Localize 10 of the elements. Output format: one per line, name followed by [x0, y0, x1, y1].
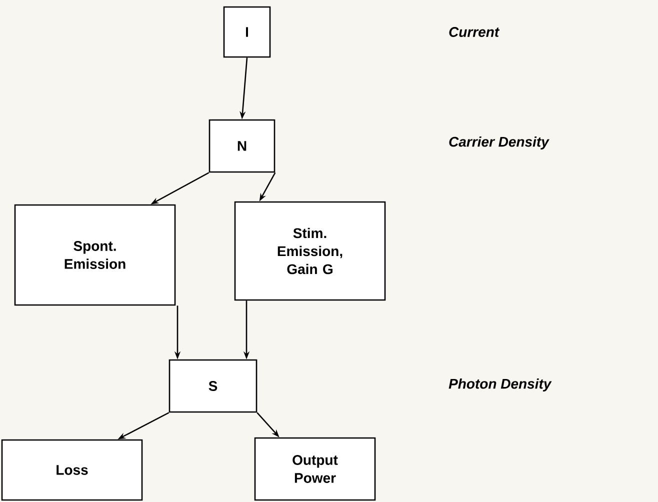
level-label: Photon Density — [448, 378, 552, 392]
process-box: Loss — [1, 439, 143, 501]
process-box: N — [208, 119, 276, 173]
process-box: S — [168, 359, 258, 413]
process-box: Spont. Emission — [14, 204, 176, 306]
process-box: Stim. Emission, Gain G — [234, 201, 386, 301]
level-label: Carrier Density — [449, 136, 550, 150]
process-box: Output Power — [254, 437, 376, 501]
level-label: Current — [449, 27, 500, 37]
process-box: I — [223, 6, 271, 58]
